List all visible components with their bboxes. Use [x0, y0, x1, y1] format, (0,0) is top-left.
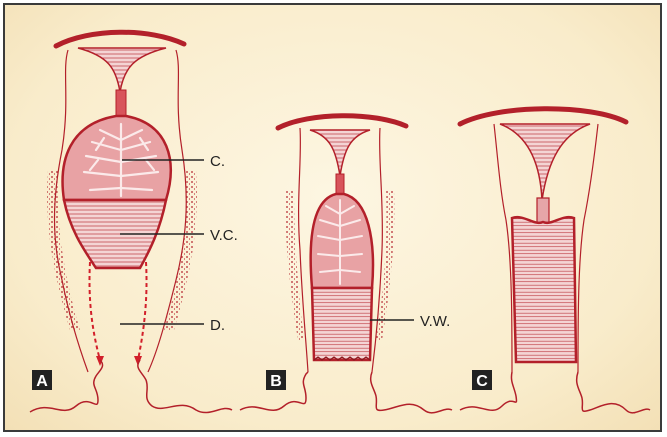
panel-c-upper-funnel: [500, 124, 590, 200]
panel-a-bottom-wave: [30, 360, 232, 413]
svg-text:C: C: [476, 373, 488, 390]
panel-c-neck: [537, 198, 549, 224]
panel-a-dashed-left: [89, 262, 100, 360]
label-vc: V.C.: [210, 227, 238, 244]
panel-badge-a: A: [32, 370, 52, 390]
panel-b-upper-funnel: [310, 130, 370, 176]
label-vw: V.W.: [420, 313, 450, 330]
label-d: D.: [210, 317, 225, 334]
label-c: C.: [210, 153, 225, 170]
panel-a-figure: [30, 32, 232, 412]
panel-c-figure: [460, 109, 650, 413]
panel-c-fundus-cap: [460, 109, 626, 124]
panel-b-fundus-cap: [278, 116, 406, 128]
panel-a-upper-funnel: [78, 48, 166, 92]
panel-a-neck: [116, 90, 126, 118]
panel-b-figure: [240, 116, 452, 413]
panel-badge-b: B: [266, 370, 286, 390]
panel-b-neck: [336, 174, 344, 196]
panel-badge-c: C: [472, 370, 492, 390]
panel-b-vaginal-wall: [312, 288, 372, 360]
svg-text:B: B: [270, 373, 282, 390]
panel-a-fundus-cap: [56, 32, 184, 46]
svg-text:A: A: [36, 373, 48, 390]
panel-a-dashed-right: [138, 262, 147, 360]
panel-b-speckle-right: [376, 190, 394, 340]
panel-c-canal: [512, 217, 576, 362]
panel-b-cavity-bulb: [311, 194, 373, 288]
